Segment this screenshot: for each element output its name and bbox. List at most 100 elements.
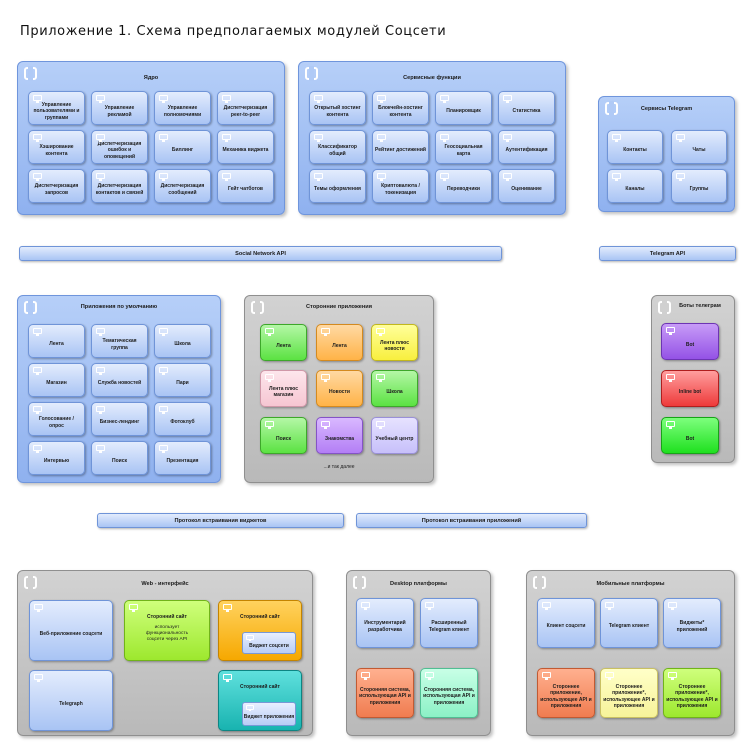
monitor-icon: [612, 134, 621, 142]
default-app-item[interactable]: Служба новостей: [91, 363, 148, 397]
monitor-icon: [159, 95, 168, 103]
service-item[interactable]: Криптовалюта / токенизация: [372, 169, 429, 203]
service-item[interactable]: Переводчики: [435, 169, 492, 203]
monitor-icon: [440, 134, 449, 142]
social-widget[interactable]: Виджет соцсети: [242, 632, 296, 654]
service-item[interactable]: Рейтинг достижений: [372, 130, 429, 164]
monitor-icon: [321, 374, 330, 382]
telegraph-tile[interactable]: Telegraph: [29, 670, 113, 731]
monitor-icon: [129, 604, 138, 612]
core-item[interactable]: Диспетчеризация ошибок и оповещений: [91, 130, 148, 164]
service-item[interactable]: Аутентификация: [498, 130, 555, 164]
monitor-icon: [676, 173, 685, 181]
service-item[interactable]: Планировщик: [435, 91, 492, 125]
third-party-app[interactable]: Новости: [316, 370, 363, 407]
service-item[interactable]: Классификатор общий: [309, 130, 366, 164]
monitor-icon: [668, 602, 677, 610]
monitor-icon: [503, 134, 512, 142]
social-network-api-bar[interactable]: Social Network API: [19, 246, 502, 261]
monitor-icon: [159, 328, 168, 336]
inline-bot-item[interactable]: Inline bot: [661, 370, 719, 407]
panel-corner-icon: [24, 66, 37, 81]
mobile-item[interactable]: Telegram клиент: [600, 598, 658, 648]
telegram-service-item[interactable]: Чаты: [671, 130, 727, 164]
third-party-app[interactable]: Поиск: [260, 417, 307, 454]
mobile-item[interactable]: Стороннее приложение, использующее API и…: [537, 668, 595, 718]
core-item[interactable]: Механика виджета: [217, 130, 274, 164]
monitor-icon: [440, 173, 449, 181]
app-widget[interactable]: Виджет приложения: [242, 702, 296, 726]
default-app-item[interactable]: Поиск: [91, 441, 148, 475]
third-party-app[interactable]: Лента плюс новости: [371, 324, 418, 361]
third-party-app[interactable]: Лента плюс магазин: [260, 370, 307, 407]
default-apps-panel: Приложения по умолчанию Лента Тематическ…: [17, 295, 221, 483]
service-item[interactable]: Геосоциальная карта: [435, 130, 492, 164]
third-party-app[interactable]: Школа: [371, 370, 418, 407]
default-app-item[interactable]: Школа: [154, 324, 211, 358]
third-party-site-widget[interactable]: Сторонний сайт Виджет соцсети: [218, 600, 302, 661]
service-item[interactable]: Статистика: [498, 91, 555, 125]
default-app-item[interactable]: Магазин: [28, 363, 85, 397]
telegram-api-bar[interactable]: Telegram API: [599, 246, 736, 261]
core-item[interactable]: Управление пользователями и группами: [28, 91, 85, 125]
monitor-icon: [361, 672, 370, 680]
core-item[interactable]: Биллинг: [154, 130, 211, 164]
core-item[interactable]: Диспетчеризация peer-to-peer: [217, 91, 274, 125]
widget-protocol-bar[interactable]: Протокол встраивания виджетов: [97, 513, 344, 528]
mobile-item[interactable]: Клиент соцсети: [537, 598, 595, 648]
default-app-item[interactable]: Голосование / опрос: [28, 402, 85, 436]
telegram-service-item[interactable]: Группы: [671, 169, 727, 203]
third-party-app[interactable]: Знакомства: [316, 417, 363, 454]
mobile-item[interactable]: Стороннее приложение*, использующее API …: [600, 668, 658, 718]
default-app-item[interactable]: Бизнес-лендинг: [91, 402, 148, 436]
default-app-item[interactable]: Лента: [28, 324, 85, 358]
third-party-app[interactable]: Учебный центр: [371, 417, 418, 454]
monitor-icon: [246, 635, 254, 641]
site-description: использует функциональность соцсети чере…: [145, 625, 189, 642]
monitor-icon: [265, 328, 274, 336]
mobile-item[interactable]: Стороннее приложение*, использующее API …: [663, 668, 721, 718]
core-item[interactable]: Гейт чатботов: [217, 169, 274, 203]
telegram-service-item[interactable]: Контакты: [607, 130, 663, 164]
bot-item[interactable]: Bot: [661, 417, 719, 454]
desktop-item[interactable]: Расширенный Telegram клиент: [420, 598, 478, 648]
web-app-tile[interactable]: Веб-приложение соцсети: [29, 600, 113, 661]
monitor-icon: [33, 328, 42, 336]
third-party-app[interactable]: Лента: [260, 324, 307, 361]
bot-item[interactable]: Bot: [661, 323, 719, 360]
default-app-item[interactable]: Тематическая группа: [91, 324, 148, 358]
core-item[interactable]: Управление полномочиями: [154, 91, 211, 125]
desktop-item[interactable]: Инструментарий разработчика: [356, 598, 414, 648]
monitor-icon: [425, 672, 434, 680]
default-app-item[interactable]: Презентация: [154, 441, 211, 475]
monitor-icon: [96, 95, 105, 103]
service-item[interactable]: Темы оформления: [309, 169, 366, 203]
desktop-platforms-panel: Desktop платформы Инструментарий разрабо…: [346, 570, 491, 736]
monitor-icon: [377, 173, 386, 181]
core-item[interactable]: Диспетчеризация контактов и связей: [91, 169, 148, 203]
monitor-icon: [159, 134, 168, 142]
core-item[interactable]: Диспетчеризация запросов: [28, 169, 85, 203]
monitor-icon: [503, 173, 512, 181]
web-interface-panel: Web - интерфейс Веб-приложение соцсети С…: [17, 570, 313, 736]
service-item[interactable]: Блокчейн-хостинг контента: [372, 91, 429, 125]
desktop-item[interactable]: Сторонняя система, использующая API и пр…: [420, 668, 478, 718]
core-item[interactable]: Хэширование контента: [28, 130, 85, 164]
core-item[interactable]: Диспетчеризация сообщений: [154, 169, 211, 203]
core-item[interactable]: Управление рекламой: [91, 91, 148, 125]
monitor-icon: [503, 95, 512, 103]
app-protocol-bar[interactable]: Протокол встраивания приложений: [356, 513, 587, 528]
default-app-item[interactable]: Пари: [154, 363, 211, 397]
monitor-icon: [321, 328, 330, 336]
default-app-item[interactable]: Интервью: [28, 441, 85, 475]
mobile-item[interactable]: Виджеты* приложений: [663, 598, 721, 648]
page-title: Приложение 1. Схема предполагаемых модул…: [20, 24, 447, 39]
third-party-app[interactable]: Лента: [316, 324, 363, 361]
telegram-service-item[interactable]: Каналы: [607, 169, 663, 203]
service-item[interactable]: Открытый хостинг контента: [309, 91, 366, 125]
desktop-item[interactable]: Сторонняя система, использующая API и пр…: [356, 668, 414, 718]
third-party-site-app-widget[interactable]: Сторонний сайт Виджет приложения: [218, 670, 302, 731]
default-app-item[interactable]: Фотоклуб: [154, 402, 211, 436]
service-item[interactable]: Оценивание: [498, 169, 555, 203]
